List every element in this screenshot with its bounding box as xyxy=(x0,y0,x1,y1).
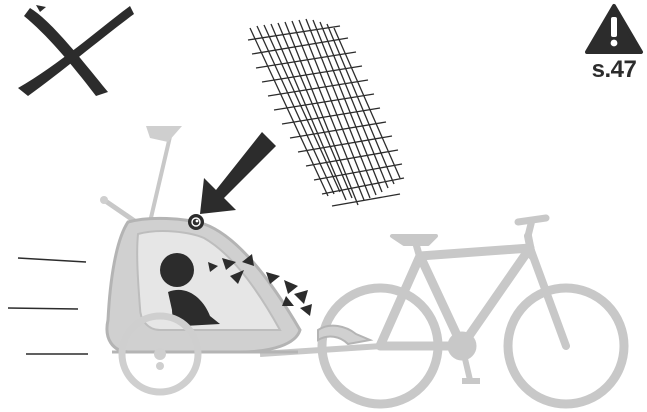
motion-lines xyxy=(7,257,88,355)
cross-x-icon xyxy=(18,5,134,96)
warning-triangle-icon xyxy=(585,4,643,54)
pointer-arrow xyxy=(200,132,276,214)
child-trailer xyxy=(100,126,383,396)
warning-page-reference: s.47 xyxy=(591,56,637,83)
hazard-arrows xyxy=(208,254,312,316)
bicycle xyxy=(317,214,629,409)
mesh-net-icon xyxy=(247,18,405,207)
